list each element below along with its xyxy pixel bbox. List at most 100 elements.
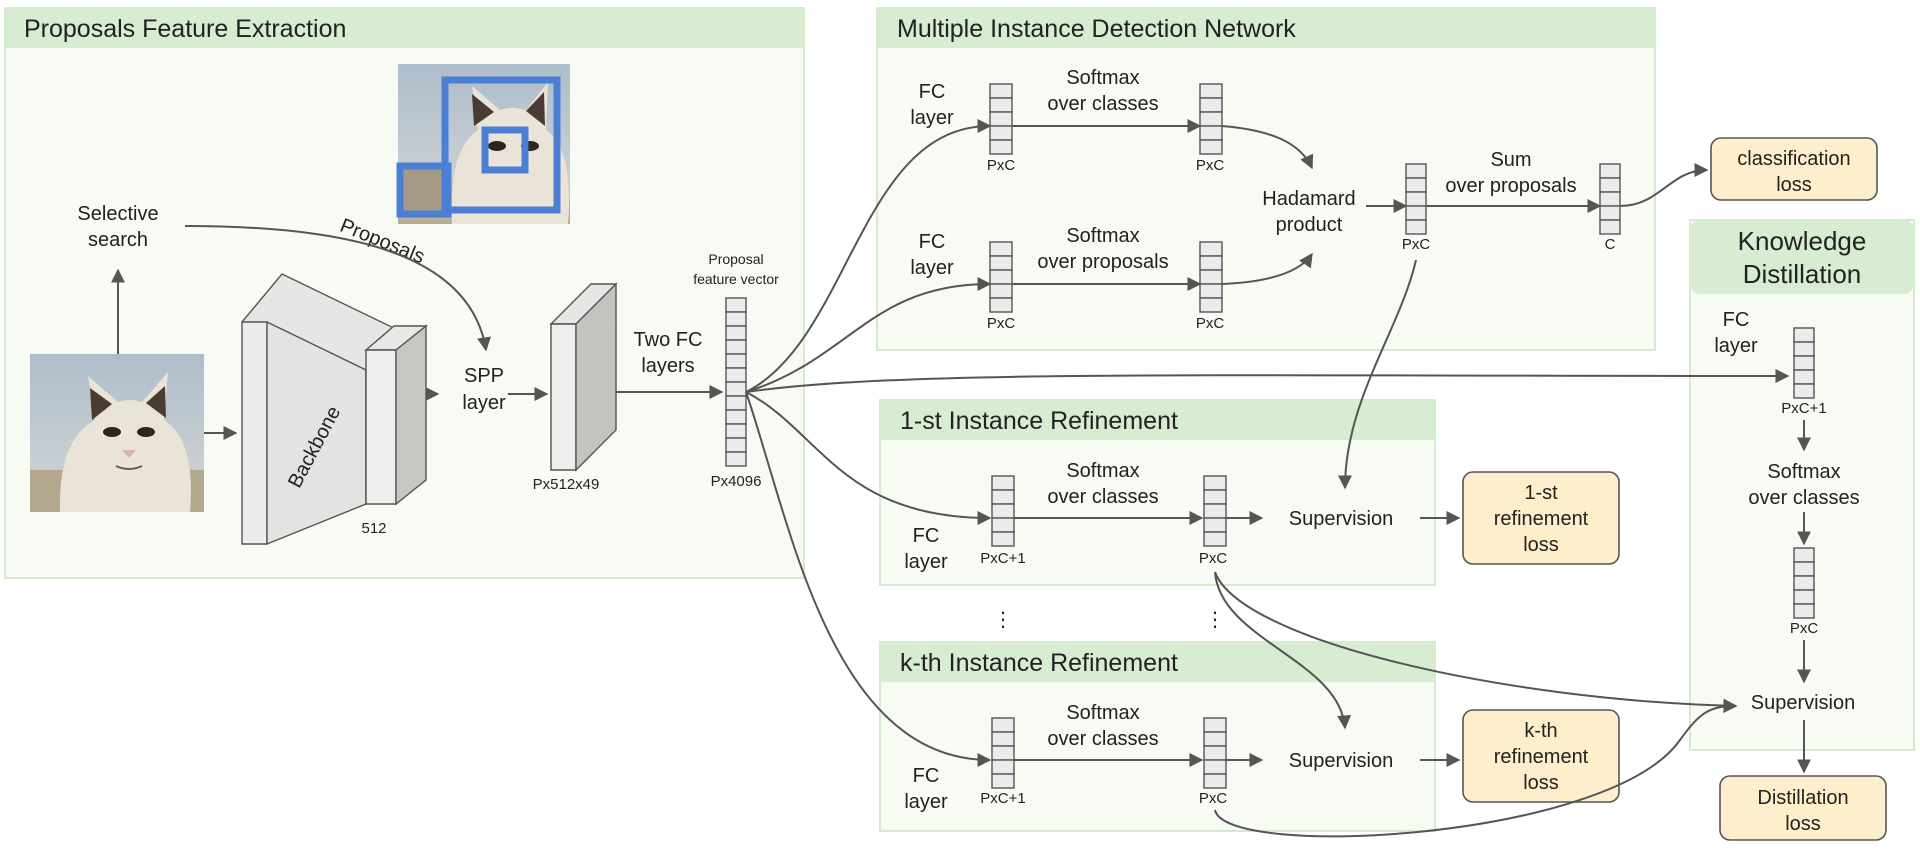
arrow-classes-to-hadamard [1221, 125, 1314, 170]
rk-supervision: Supervision [1289, 750, 1394, 772]
vector-kd-softmax-cell [1793, 575, 1815, 591]
panel-title-feature-extraction: Proposals Feature Extraction [24, 15, 346, 43]
vector-kd-fc-cell [1793, 327, 1815, 343]
vector-r1-softmax-cell [1203, 531, 1227, 547]
refine-1-loss-line3: loss [1523, 534, 1559, 556]
two-fc-line2: layers [641, 355, 694, 377]
vector-midn-fc2-cell [989, 241, 1013, 257]
panel-refine-1: 1-st Instance Refinement [879, 399, 1436, 586]
vector-midn-sum-cell [1599, 163, 1621, 179]
vector-kd-fc-cell [1793, 341, 1815, 357]
kd-softmax-line1: Softmax [1767, 461, 1840, 483]
vector-feature-cell [725, 395, 747, 411]
classification-loss-box: classification loss [1710, 137, 1878, 201]
vector-kd-fc [1793, 327, 1815, 399]
vector-midn-sum [1599, 163, 1621, 235]
rk-fc-line1: FC [913, 765, 940, 787]
vector-midn-hadamard-cell [1405, 163, 1427, 179]
vector-kd-fc-cell [1793, 369, 1815, 385]
vector-midn-softmax2-cell [1199, 283, 1223, 299]
vector-midn-softmax1-cell [1199, 83, 1223, 99]
feature-vector-line1: Proposal [708, 251, 763, 267]
vector-rk-softmax [1203, 717, 1227, 789]
cat-photo-icon [30, 354, 204, 512]
vector-kd-softmax-cell [1793, 603, 1815, 619]
spp-dim: Px512x49 [533, 476, 600, 493]
r1-softmax-line1: Softmax [1066, 460, 1139, 482]
vector-feature-cell [725, 311, 747, 327]
arrow-fv-to-midn-fc2 [745, 277, 992, 393]
vector-feature-cell [725, 451, 747, 467]
vector-r1-fc-cell [991, 503, 1015, 519]
midn-softmax-proposals-line2: over proposals [1037, 251, 1168, 273]
vector-midn-softmax1-cell [1199, 139, 1223, 155]
vector-rk-fc-cell [991, 773, 1015, 789]
vector-midn-softmax2-cell [1199, 241, 1223, 257]
kd-softmax-line2: over classes [1748, 487, 1859, 509]
sum-line2: over proposals [1445, 175, 1576, 197]
vector-r1-softmax-cell [1203, 517, 1227, 533]
vector-midn-fc1-cell [989, 139, 1013, 155]
vector-rk-softmax-cell [1203, 717, 1227, 733]
feature-vector-dim: Px4096 [711, 473, 762, 490]
vector-r1-fc-cell [991, 489, 1015, 505]
vector-rk-fc [991, 717, 1015, 789]
vector-feature-cell [725, 367, 747, 383]
midn-fc2-line1: FC [919, 231, 946, 253]
vector-midn-softmax1-cell [1199, 97, 1223, 113]
panel-title-midn: Multiple Instance Detection Network [897, 15, 1296, 43]
vector-midn-fc2-cell [989, 297, 1013, 313]
vector-feature [725, 297, 747, 467]
vector-rk-softmax-cell [1203, 773, 1227, 789]
vector-r1-fc-cell [991, 475, 1015, 491]
classification-loss-line1: classification [1737, 148, 1850, 170]
kd-dim-out: PxC [1790, 620, 1819, 637]
distillation-loss-line2: loss [1785, 813, 1821, 835]
kd-supervision: Supervision [1751, 692, 1856, 714]
backbone-dim: 512 [361, 520, 386, 537]
midn-dim-c: C [1605, 236, 1616, 253]
vector-midn-softmax1 [1199, 83, 1223, 155]
vector-midn-softmax1-cell [1199, 111, 1223, 127]
kd-title-line1: Knowledge [1738, 226, 1867, 256]
distillation-loss-box: Distillation loss [1719, 775, 1887, 841]
kd-fc-line2: layer [1714, 335, 1758, 357]
vector-midn-softmax2-cell [1199, 255, 1223, 271]
classification-loss-line2: loss [1776, 174, 1812, 196]
rk-softmax-line1: Softmax [1066, 702, 1139, 724]
rk-dim-in: PxC+1 [980, 790, 1025, 807]
vector-feature-cell [725, 437, 747, 453]
hadamard-line2: product [1276, 214, 1343, 236]
vector-r1-fc-cell [991, 531, 1015, 547]
ellipsis-left: ⋮ [993, 609, 1013, 631]
rk-dim-out: PxC [1199, 790, 1228, 807]
vector-midn-sum-cell [1599, 219, 1621, 235]
vector-midn-fc1-cell [989, 97, 1013, 113]
distillation-loss-line1: Distillation [1757, 787, 1848, 809]
midn-fc1-line2: layer [910, 107, 954, 129]
refine-k-loss-box: k-th refinement loss [1462, 709, 1620, 803]
refine-1-loss-box: 1-st refinement loss [1462, 471, 1620, 565]
arrow-to-classification-loss [1619, 163, 1709, 207]
arrow-fv-to-midn-fc1 [745, 119, 992, 393]
vector-midn-sum-cell [1599, 191, 1621, 207]
vector-r1-softmax [1203, 475, 1227, 547]
vector-feature-cell [725, 423, 747, 439]
proposal-box-background [396, 162, 452, 218]
spp-label-line2: layer [462, 392, 506, 414]
vector-r1-softmax-cell [1203, 489, 1227, 505]
vector-feature-cell [725, 297, 747, 313]
spp-output-block: Px512x49 [533, 282, 618, 493]
arrow-selective-search-to-spp [184, 225, 491, 352]
midn-dim-2: PxC [1196, 157, 1225, 174]
vector-midn-fc2-cell [989, 269, 1013, 285]
vector-midn-fc1 [989, 83, 1013, 155]
r1-supervision: Supervision [1289, 508, 1394, 530]
vector-rk-fc-cell [991, 717, 1015, 733]
arrow-fv-to-kd-fc [745, 368, 1790, 393]
midn-softmax-classes-line1: Softmax [1066, 67, 1139, 89]
vector-kd-softmax-cell [1793, 561, 1815, 577]
midn-softmax-classes-line2: over classes [1047, 93, 1158, 115]
vector-midn-fc2-cell [989, 255, 1013, 271]
vector-rk-fc-cell [991, 731, 1015, 747]
